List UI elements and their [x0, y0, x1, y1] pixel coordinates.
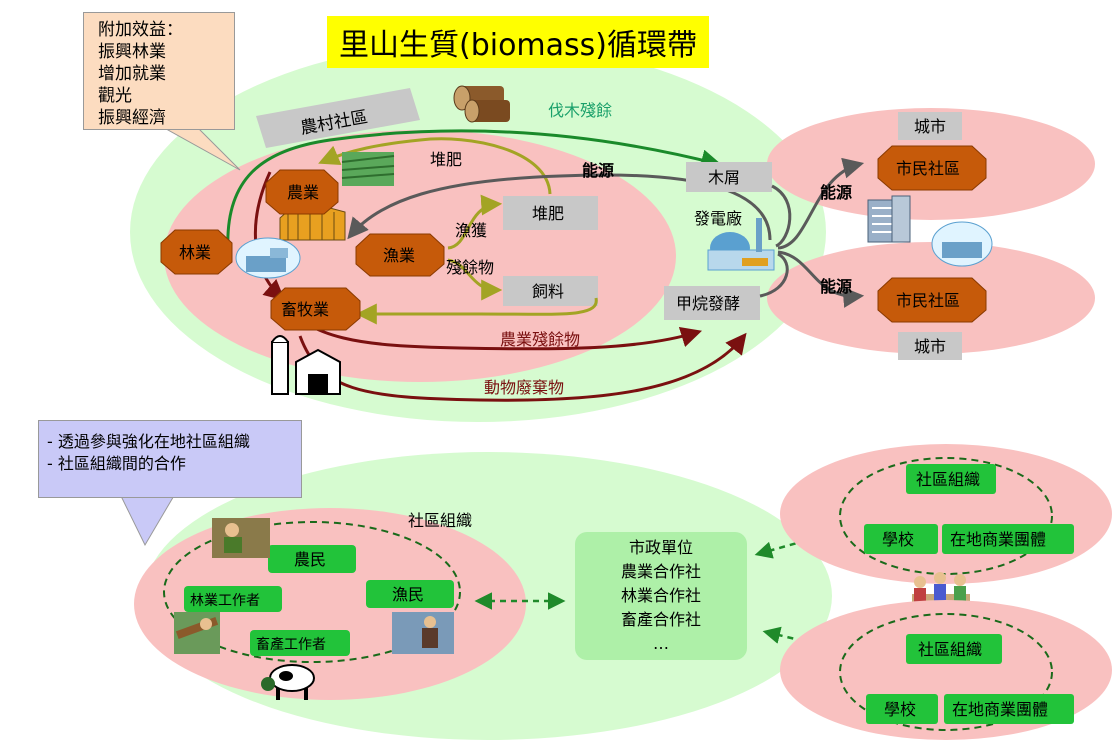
octagon-agriculture: [265, 169, 339, 215]
power-plant-label: 發電廠: [694, 209, 742, 228]
wood-chips-label: 木屑: [708, 168, 740, 187]
farm-silo-icon: [271, 335, 341, 395]
flow-energy-city-2: [777, 250, 865, 308]
flow-compost: [318, 137, 552, 195]
community-note-item: - 透過參與強化在地社區組織: [47, 432, 250, 451]
municipal-line: 林業合作社: [620, 586, 701, 605]
org-1-business-box: [942, 524, 1074, 554]
flow-catch: [447, 194, 503, 250]
flow-energy-main: [347, 173, 772, 241]
benefit-item: 觀光: [98, 86, 132, 106]
benefits-title: 附加效益：: [98, 20, 183, 40]
org-2-title: 社區組織: [918, 640, 982, 659]
org-2-business-box: [944, 694, 1074, 724]
flow-residue: [447, 258, 503, 301]
org-1-title: 社區組織: [916, 470, 980, 489]
benefit-item: 振興經濟: [98, 108, 166, 128]
benefits-callout: 附加效益： 振興林業 增加就業 觀光 振興經濟: [83, 12, 235, 130]
org-1-school-box: [864, 524, 938, 554]
flow-crop-residue-label: 農業殘餘物: [500, 330, 580, 349]
org-2-business: 在地商業團體: [952, 700, 1048, 719]
flow-energy-city-2-label: 能源: [820, 277, 852, 296]
dome-facility-icon: [931, 221, 993, 267]
community-label-2: 市民社區: [896, 291, 960, 310]
community-note-item: - 社區組織間的合作: [47, 454, 186, 473]
org-1-school: 學校: [882, 530, 914, 549]
flow-feed: [355, 297, 598, 325]
feed-box: [503, 276, 598, 306]
log-pile-icon: [453, 85, 510, 123]
flow-energy-city-1-label: 能源: [820, 183, 852, 202]
label-forestry: 林業: [179, 243, 211, 262]
municipal-line: 農業合作社: [620, 562, 701, 581]
page-title: 里山生質(biomass)循環帶: [327, 16, 709, 68]
octagon-fishery: [355, 233, 445, 277]
flow-residue-label: 殘餘物: [446, 258, 494, 277]
city-label-box-2: [898, 332, 962, 360]
methane-box: [664, 286, 760, 320]
octagon-community-2: [877, 277, 987, 323]
org-dashed-2: [839, 613, 1053, 731]
forestry-workers-label: 林業工作者: [190, 593, 260, 609]
flow-methane-to-plant: [759, 252, 789, 298]
community-org-label: 社區組織: [408, 511, 472, 530]
label-fishery: 漁業: [383, 246, 415, 265]
biomass-facility-icon: [235, 237, 301, 279]
flow-catch-label: 漁獲: [455, 221, 487, 240]
flow-logging-residue-label: 伐木殘餘: [548, 101, 612, 120]
community-org-dashed: [163, 521, 461, 663]
feed-box-label: 飼料: [532, 282, 564, 301]
org-2-title-box: [906, 634, 1002, 664]
flow-logging-residue: [226, 129, 723, 251]
org-1-title-box: [906, 464, 996, 494]
note-callout-pointer: [119, 493, 176, 547]
power-plant-icon: [707, 218, 775, 271]
benefit-item: 振興林業: [98, 42, 166, 62]
wood-chips-box: [686, 162, 772, 192]
org-2-school-box: [866, 694, 938, 724]
farmers-box: [268, 545, 356, 573]
municipal-line: …: [653, 634, 669, 653]
city-building-icon: [867, 195, 911, 243]
flow-energy-city-1: [777, 157, 865, 250]
farmer-picture-icon: [212, 518, 270, 558]
label-livestock: 畜牧業: [281, 300, 329, 319]
compost-box-label: 堆肥: [532, 204, 564, 223]
rice-terrace-icon: [341, 152, 395, 186]
community-label-1: 市民社區: [896, 159, 960, 178]
livestock-workers-box: [250, 630, 350, 656]
city-label-1: 城市: [914, 117, 946, 136]
community-note-callout: - 透過參與強化在地社區組織 - 社區組織間的合作: [38, 420, 302, 498]
label-agriculture: 農業: [287, 183, 319, 202]
fisher-picture-icon: [392, 612, 454, 654]
village-box: [256, 88, 420, 148]
benefit-item: 增加就業: [98, 64, 166, 84]
org-1-business: 在地商業團體: [950, 530, 1046, 549]
flow-chips-to-plant: [771, 184, 792, 248]
octagon-livestock: [270, 287, 361, 331]
city-label-2: 城市: [914, 337, 946, 356]
flow-animal-waste-label: 動物廢棄物: [484, 378, 564, 397]
forestry-workers-box: [184, 586, 282, 612]
octagon-forestry: [160, 229, 233, 275]
fishers-label: 漁民: [392, 585, 424, 604]
octagon-community-1: [877, 145, 987, 191]
fishers-box: [366, 580, 454, 608]
methane-label: 甲烷發酵: [676, 294, 740, 313]
city-label-box-1: [898, 112, 962, 140]
municipal-line: 畜產合作社: [620, 610, 701, 629]
flow-energy-main-label: 能源: [582, 161, 614, 180]
municipal-line: 市政單位: [628, 538, 693, 557]
logger-picture-icon: [174, 612, 220, 654]
org-dashed-1: [839, 457, 1053, 575]
cow-icon: [261, 664, 315, 700]
flow-compost-label: 堆肥: [430, 150, 462, 169]
org-2-school: 學校: [884, 700, 916, 719]
farmers-label: 農民: [294, 550, 326, 569]
municipal-box: 市政單位 農業合作社 林業合作社 畜產合作社 …: [575, 532, 747, 660]
livestock-workers-label: 畜產工作者: [256, 636, 326, 653]
compost-box: [503, 196, 598, 230]
